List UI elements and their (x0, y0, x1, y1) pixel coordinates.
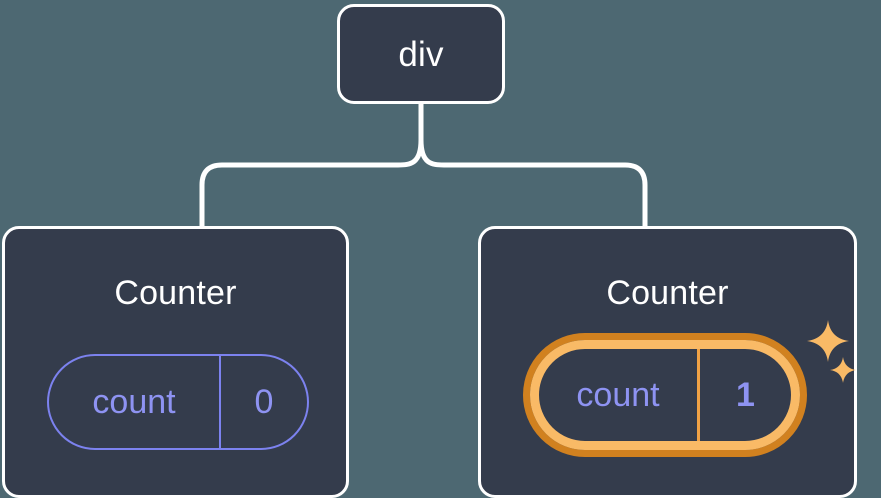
node-counter-left[interactable]: Counter count 0 (2, 226, 349, 498)
edge-to-counter-left (199, 137, 424, 229)
node-counter-right-label: Counter (606, 274, 729, 312)
edge-to-counter-right (418, 137, 648, 229)
state-key-label: count (539, 349, 700, 441)
state-value-label: 0 (254, 383, 274, 421)
node-div-label: div (398, 34, 444, 74)
state-value-label: 1 (736, 376, 755, 414)
state-key-label: count (49, 356, 221, 448)
node-counter-right[interactable]: Counter count 1 (478, 226, 857, 498)
node-div[interactable]: div (337, 4, 505, 104)
state-pill-count-right-highlighted[interactable]: count 1 (523, 333, 807, 457)
state-pill-inner-ring: count 1 (530, 340, 800, 450)
state-pill-count-left[interactable]: count 0 (47, 354, 309, 450)
sparkle-icon (830, 357, 856, 383)
node-counter-left-label: Counter (114, 274, 237, 312)
sparkle-icon (807, 320, 849, 362)
